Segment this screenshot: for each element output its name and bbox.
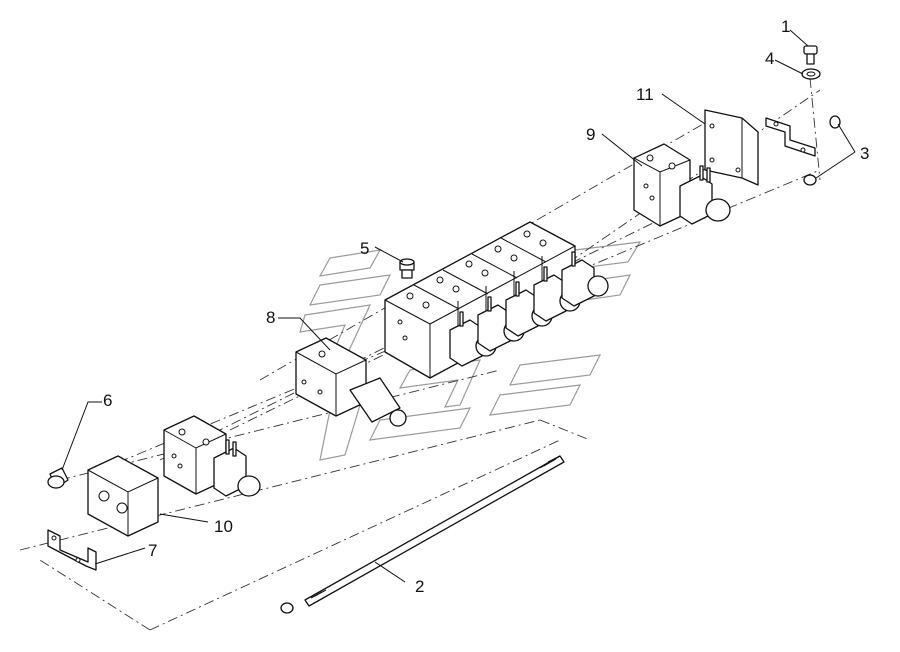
part-bolt: [803, 45, 818, 65]
part-plug: [47, 467, 69, 489]
part-nut-lower: [803, 174, 817, 186]
callout-5: 5: [360, 239, 369, 258]
part-end-plate: [704, 109, 759, 186]
callout-3: 3: [860, 144, 869, 163]
callout-8: 8: [266, 308, 275, 327]
part-valve-section-left: [163, 415, 261, 497]
part-valve-bank: [384, 221, 609, 379]
callout-6: 6: [103, 391, 112, 410]
callout-2: 2: [415, 577, 424, 596]
part-end-block: [87, 455, 159, 537]
part-fitting: [399, 258, 415, 279]
callout-4: 4: [765, 49, 774, 68]
callout-9: 9: [586, 125, 595, 144]
callout-10: 10: [214, 517, 233, 536]
callout-7: 7: [148, 541, 157, 560]
callout-11: 11: [636, 85, 654, 104]
part-block-with-stem: [295, 337, 407, 427]
callout-1: 1: [781, 17, 790, 36]
leader-lines: [61, 29, 856, 583]
part-bracket-upper: [765, 117, 816, 157]
part-washer: [801, 68, 821, 80]
callout-labels: 1 2 3 4 5 6 7 8 9 10 11: [103, 17, 869, 596]
part-nut-upper: [829, 115, 841, 129]
part-bracket-lower: [47, 529, 97, 571]
part-tie-rod: [280, 455, 565, 614]
part-valve-section-end: [633, 143, 731, 227]
